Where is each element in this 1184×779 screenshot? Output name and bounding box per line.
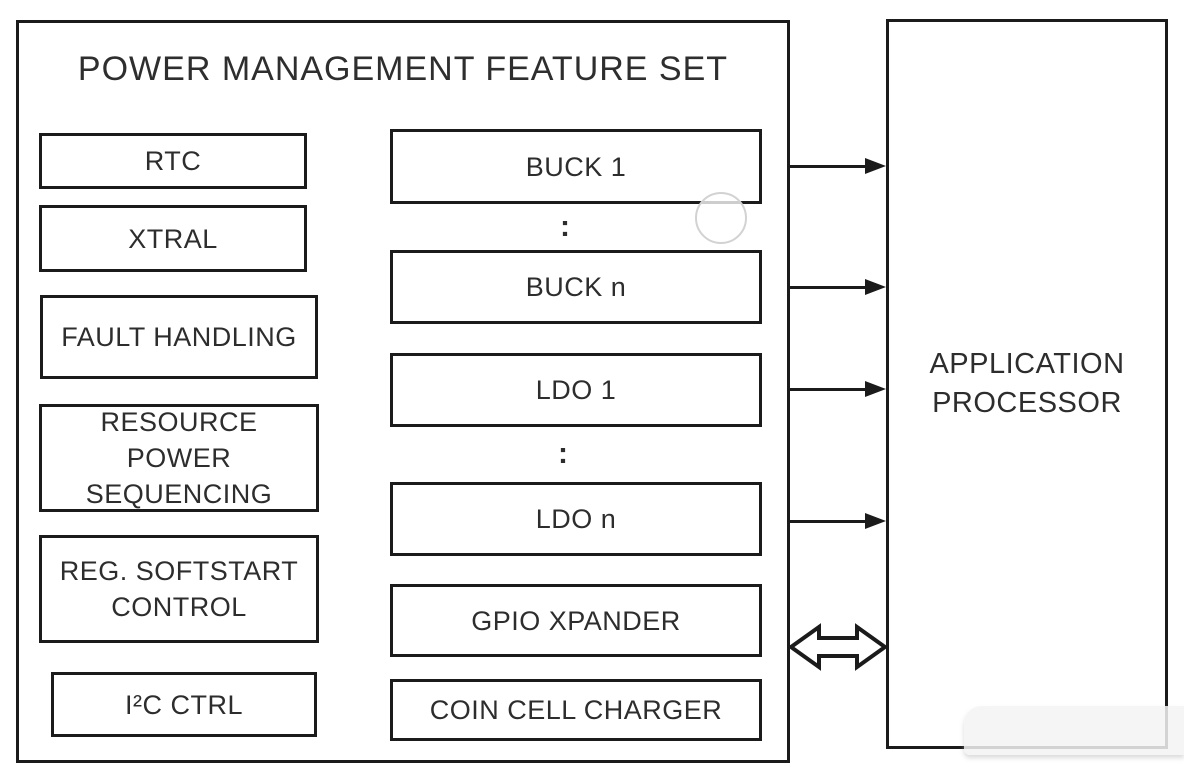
watermark-blob	[964, 706, 1184, 755]
watermark-circle	[695, 192, 747, 244]
block-resource-power-sequencing: RESOURCE POWER SEQUENCING	[39, 404, 319, 512]
block-rtc: RTC	[39, 133, 307, 189]
block-ldo-n: LDO n	[390, 482, 762, 556]
arrow-ldo-1-head	[865, 381, 886, 397]
arrow-buck-n-line	[790, 286, 866, 289]
block-buck-1: BUCK 1	[390, 129, 762, 204]
arrow-ldo-1-line	[790, 388, 866, 391]
block-ldo-1: LDO 1	[390, 353, 762, 427]
block-xtral: XTRAL	[39, 205, 307, 272]
arrow-ldo-n-line	[790, 520, 866, 523]
pmic-title: POWER MANAGEMENT FEATURE SET	[77, 50, 729, 88]
arrow-buck-1-head	[865, 158, 886, 174]
block-coin-cell-charger: COIN CELL CHARGER	[390, 679, 762, 741]
ldo-ellipsis: :	[558, 437, 568, 470]
block-gpio-xpander: GPIO XPANDER	[390, 584, 762, 657]
buck-ellipsis: :	[560, 210, 570, 243]
block-fault-handling: FAULT HANDLING	[40, 295, 318, 379]
block-i2c-ctrl: I²C CTRL	[51, 672, 317, 737]
arrow-ldo-n-head	[865, 513, 886, 529]
block-reg-softstart-control: REG. SOFTSTART CONTROL	[39, 535, 319, 643]
arrow-buck-1-line	[790, 165, 866, 168]
bidirectional-arrow	[789, 623, 887, 671]
application-processor-box: APPLICATION PROCESSOR	[886, 19, 1168, 749]
block-buck-n: BUCK n	[390, 250, 762, 324]
application-processor-label: APPLICATION PROCESSOR	[929, 348, 1125, 419]
arrow-buck-n-head	[865, 279, 886, 295]
